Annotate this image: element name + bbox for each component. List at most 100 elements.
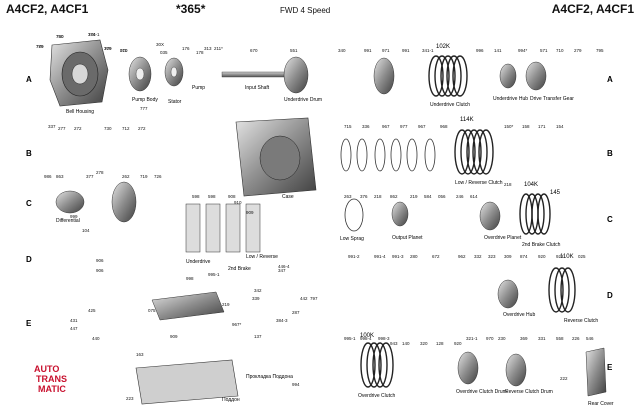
callout-110k: 110K — [560, 254, 574, 260]
label-rear-cover: Rear Cover — [588, 401, 614, 407]
part-number-n_004: 309 — [104, 46, 112, 51]
part-number-n_028: 277 — [58, 126, 66, 131]
differential-part — [55, 181, 137, 223]
part-number-n_094: 219 — [222, 302, 230, 307]
row-label-e: E — [26, 319, 32, 328]
label-reverse-clutch-drum: Reverse Clutch Drum — [505, 389, 553, 395]
part-number-n_044: 986 — [44, 174, 52, 179]
label-underdrive-kit: Underdrive — [186, 259, 211, 265]
part-number-n_040: 150* — [504, 124, 514, 129]
catalog-code: *365* — [176, 2, 206, 16]
label-underdrive-hub: Underdrive Hub — [493, 96, 528, 102]
underdrive-hub-part — [499, 63, 517, 89]
label-pump-body: Pump Body — [132, 97, 158, 103]
part-number-n_109: 920 — [454, 341, 462, 346]
part-number-n_112: 230 — [498, 336, 506, 341]
part-number-n_118: 222 — [560, 376, 568, 381]
part-number-n_015: 991 — [364, 48, 372, 53]
part-number-n_034: 715 — [344, 124, 352, 129]
part-number-n_095: 137 — [254, 334, 262, 339]
label-stator: Stator — [168, 99, 182, 105]
part-number-n_078: 384-3 — [276, 318, 288, 323]
row-label-b-right: B — [607, 149, 613, 158]
row-label-b: B — [26, 149, 32, 158]
part-number-n_016: 971 — [382, 48, 390, 53]
autotransmatic-logo: AUTO TRANS MATIC — [34, 364, 67, 394]
overdrive-hub-part — [497, 279, 519, 309]
part-number-n_025: 795 — [596, 48, 604, 53]
label-overdrive-hub: Overdrive Hub — [503, 312, 535, 318]
part-number-n_076: 797 — [310, 296, 318, 301]
callout-145: 145 — [550, 190, 561, 196]
part-number-n_075: 442 — [300, 296, 308, 301]
label-2nd-brake-clutch: 2nd Brake Clutch — [522, 242, 561, 248]
underdrive-clutch-stack — [373, 55, 468, 97]
svg-text:MATIC: MATIC — [38, 384, 66, 394]
label-overdrive-planet: Overdrive Planet — [484, 235, 522, 241]
part-number-n_041: 158 — [522, 124, 530, 129]
part-number-n_107: 320 — [420, 341, 428, 346]
part-number-n_029: 272 — [74, 126, 82, 131]
rear-cover-part — [585, 347, 607, 397]
label-overdrive-clutch-drum: Overdrive Clutch Drum — [456, 389, 507, 395]
part-number-n_010: 313 — [204, 46, 212, 51]
part-number-n_030: 730 — [104, 126, 112, 131]
part-number-n_092: 025 — [578, 254, 586, 259]
part-number-n_003: 774-1 — [88, 32, 100, 37]
part-number-n_070: 998 — [186, 276, 194, 281]
label-overdrive-clutch: Overdrive Clutch — [358, 393, 395, 399]
part-number-n_055: 584 — [424, 194, 432, 199]
row-label-d-right: D — [607, 291, 613, 300]
part-number-n_009: 178 — [196, 50, 204, 55]
part-number-n_110: 321-1 — [466, 336, 478, 341]
part-number-n_087: 323 — [488, 254, 496, 259]
input-shaft-part — [221, 56, 309, 94]
pan-part — [135, 359, 239, 405]
part-number-n_045: 863 — [56, 174, 64, 179]
part-number-n_008: 035 — [160, 50, 168, 55]
part-number-n_068: 906 — [96, 268, 104, 273]
part-number-n_054: 219 — [410, 194, 418, 199]
part-number-n_047: 262 — [122, 174, 130, 179]
label-underdrive-clutch: Underdrive Clutch — [430, 102, 470, 108]
part-number-n_058: 614 — [470, 194, 478, 199]
part-number-n_037: 977 — [400, 124, 408, 129]
part-number-n_053: 862 — [390, 194, 398, 199]
part-number-n_052: 218 — [374, 194, 382, 199]
part-number-n_124: 779 — [104, 46, 112, 51]
part-number-n_071: 342 — [254, 288, 262, 293]
part-number-n_067: 906 — [96, 258, 104, 263]
part-number-n_042: 171 — [538, 124, 546, 129]
part-number-n_093: 075 — [148, 308, 156, 313]
part-number-n_011: 211* — [214, 46, 223, 51]
part-number-n_024: 279 — [574, 48, 582, 53]
part-number-n_114: 331 — [538, 336, 546, 341]
part-number-n_115: 558 — [556, 336, 564, 341]
part-number-n_121: 789 — [36, 44, 44, 49]
label-differential: Differential — [56, 218, 80, 224]
part-number-n_048: 719 — [140, 174, 148, 179]
part-number-n_069: 995-1 — [208, 272, 220, 277]
part-number-n_079: 994 — [292, 382, 300, 387]
drums — [457, 351, 527, 387]
part-number-n_060: 999 — [70, 214, 78, 219]
part-number-n_050: 263 — [344, 194, 352, 199]
part-number-n_027: 337 — [48, 124, 56, 129]
part-number-n_122: 750 — [56, 34, 64, 39]
part-number-n_013: 551 — [290, 48, 298, 53]
part-number-n_026: 777 — [140, 106, 148, 111]
part-number-n_108: 128 — [436, 341, 444, 346]
part-number-n_113: 369 — [520, 336, 528, 341]
part-number-n_056: 056 — [438, 194, 446, 199]
row-label-c: C — [26, 199, 32, 208]
part-number-n_117: 546 — [586, 336, 594, 341]
label-drive-transfer-gear: Drive Transfer Gear — [530, 96, 574, 102]
part-number-n_100: 440 — [92, 336, 100, 341]
part-number-n_001: 779 — [36, 44, 44, 49]
part-number-n_064: 908 — [228, 194, 236, 199]
overdrive-clutch-stack — [360, 342, 394, 388]
callout-104k: 104K — [524, 182, 538, 188]
part-number-n_031: 712 — [122, 126, 130, 131]
